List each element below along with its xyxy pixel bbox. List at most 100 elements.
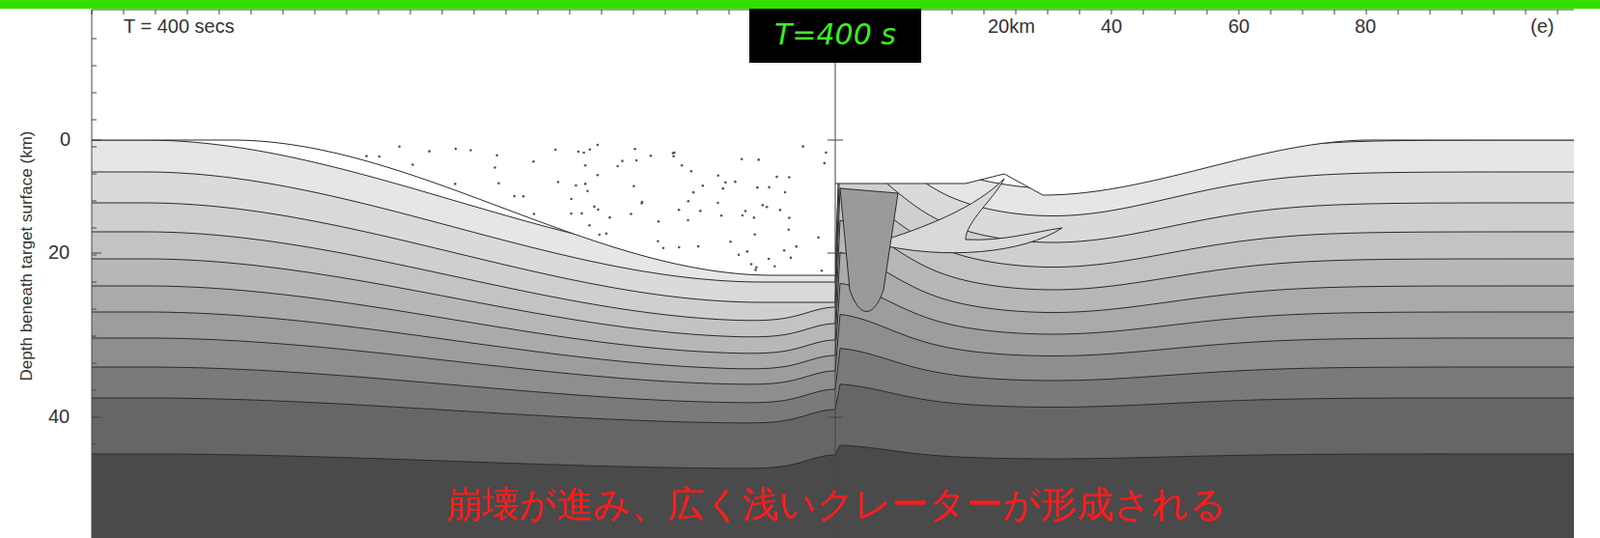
ejecta-dot: [822, 162, 826, 166]
ejecta-dot: [773, 265, 777, 269]
ejecta-dot: [779, 208, 783, 212]
tick: [952, 9, 954, 15]
tick: [983, 9, 985, 15]
crater-floor: [91, 140, 836, 276]
ejecta-dot: [586, 189, 590, 193]
ejecta-dot: [569, 212, 573, 216]
ejecta-dot: [453, 182, 457, 186]
ejecta-dot: [605, 232, 609, 236]
rock-layer: [91, 348, 1574, 538]
ejecta-dot: [824, 151, 828, 155]
ejecta-dot: [816, 236, 820, 240]
ejecta-dot: [592, 205, 596, 209]
crater-cavity: [91, 0, 836, 276]
tick: [505, 9, 507, 15]
tick: [91, 281, 97, 283]
ejecta-dot: [733, 180, 737, 184]
ejecta-dot: [397, 144, 401, 148]
ejecta-dot: [629, 212, 633, 216]
tick: [91, 252, 102, 254]
air: [835, 0, 1574, 196]
ejecta-dot: [582, 151, 586, 155]
time-label: T=400 s: [774, 12, 897, 57]
tick: [1111, 9, 1113, 15]
ejecta-dot: [597, 233, 601, 237]
ejecta-dot: [495, 153, 499, 157]
ejecta-dot: [533, 212, 536, 216]
rock-layer: [91, 252, 1574, 538]
axis-line: [91, 9, 93, 538]
ejecta-dot: [757, 158, 760, 162]
ejecta-dot: [680, 164, 684, 168]
tick: [827, 140, 843, 141]
ejecta-dot: [596, 143, 600, 147]
tick: [697, 9, 699, 15]
tick: [314, 9, 316, 15]
tick: [1366, 9, 1368, 15]
ejecta-dot: [789, 256, 793, 260]
tick: [827, 417, 843, 419]
rock-layer: [91, 384, 1574, 538]
rock-layer: [91, 314, 1574, 538]
tick: [537, 9, 539, 15]
ejecta-dot: [720, 214, 724, 218]
ejecta-dot: [692, 191, 696, 195]
ejecta-dot: [454, 147, 458, 151]
tick: [91, 390, 97, 392]
ejecta-dot: [596, 208, 600, 212]
ejecta-dot: [755, 265, 758, 269]
ejecta-dot: [584, 164, 588, 168]
ejecta-dot: [378, 155, 382, 159]
tick: [1398, 9, 1400, 15]
ejecta-dot: [801, 144, 805, 148]
central-uplift: [840, 188, 899, 312]
tick: [91, 92, 97, 94]
ejecta-dot: [746, 250, 750, 253]
ejecta-dot: [794, 245, 798, 249]
ejecta-dot: [750, 262, 754, 266]
ejecta-dot: [754, 268, 758, 272]
ejecta-dot: [616, 165, 619, 169]
ejecta-dot: [677, 246, 681, 250]
tick: [91, 140, 102, 141]
tick: [219, 9, 221, 15]
ejecta-dot: [577, 150, 581, 154]
ejecta-dot: [522, 195, 526, 198]
ejecta-dot: [584, 182, 588, 186]
ejecta-dot: [786, 227, 790, 231]
tick: [91, 146, 97, 148]
ejecta-dot: [775, 175, 779, 179]
ejecta-dot: [729, 240, 732, 244]
tick: [1430, 9, 1432, 15]
ejecta-dot: [783, 249, 786, 253]
ejecta-dot: [716, 201, 720, 205]
ejecta-dot: [620, 159, 624, 163]
ejecta-dot: [427, 149, 431, 153]
tick: [1143, 9, 1145, 15]
axis-label: 20km: [987, 15, 1036, 38]
ejecta-dot: [737, 252, 741, 256]
ejecta-dot: [512, 195, 516, 198]
tick: [91, 173, 97, 175]
axis-label: 60: [1228, 15, 1250, 38]
ejecta-dot: [640, 201, 644, 205]
ejecta-dot: [662, 246, 666, 250]
ejecta-dot: [672, 155, 675, 159]
ejecta-dot: [632, 184, 636, 188]
ejecta-dot: [657, 220, 661, 224]
tick: [91, 471, 97, 473]
tick: [91, 254, 97, 256]
ejecta-dot: [469, 148, 473, 152]
ejecta-dot: [497, 182, 501, 186]
ejecta-dot: [608, 216, 612, 220]
tick: [1270, 9, 1272, 15]
header-bar: [0, 0, 1600, 9]
ejecta-dot: [557, 180, 561, 184]
ejecta-dot: [740, 157, 744, 161]
tick: [251, 9, 253, 15]
axes: [91, 9, 1574, 538]
ejecta-dot: [364, 154, 368, 158]
tick: [1493, 9, 1495, 15]
ejecta-dot: [635, 159, 639, 163]
